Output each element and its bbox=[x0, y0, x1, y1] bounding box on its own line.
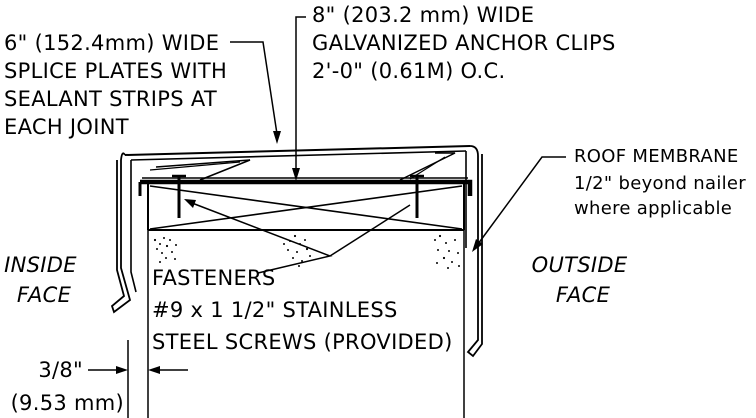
coping-cap bbox=[110, 145, 483, 358]
inside-face-label: INSIDE FACE bbox=[4, 253, 84, 307]
gap-dimension-label: 3/8" (9.53 mm) bbox=[11, 358, 124, 415]
splice-arrow-icon bbox=[273, 131, 281, 144]
anchor-arrow-icon bbox=[292, 168, 300, 181]
outside-face-label: OUTSIDE FACE bbox=[532, 253, 635, 307]
sealant-dots bbox=[153, 234, 460, 269]
anchor-clip bbox=[138, 177, 473, 196]
wall-lines bbox=[127, 230, 465, 418]
splice-plate bbox=[149, 152, 456, 181]
leader-lines bbox=[184, 16, 566, 274]
fasteners bbox=[172, 174, 424, 218]
roof-membrane-label: ROOF MEMBRANE 1/2" beyond nailer where a… bbox=[574, 146, 752, 219]
membrane-arrow-icon bbox=[472, 239, 483, 252]
gap-dimension bbox=[88, 366, 188, 374]
fastener-arrow-icon bbox=[184, 199, 196, 208]
dim-arrow-left-icon bbox=[116, 366, 128, 374]
splice-plates-label: 6" (152.4mm) WIDE SPLICE PLATES WITH SEA… bbox=[4, 31, 234, 139]
fasteners-label: FASTENERS #9 x 1 1/2" STAINLESS STEEL SC… bbox=[152, 266, 453, 354]
anchor-clips-label: 8" (203.2 mm) WIDE GALVANIZED ANCHOR CLI… bbox=[312, 3, 623, 83]
dim-arrow-right-icon bbox=[148, 366, 160, 374]
